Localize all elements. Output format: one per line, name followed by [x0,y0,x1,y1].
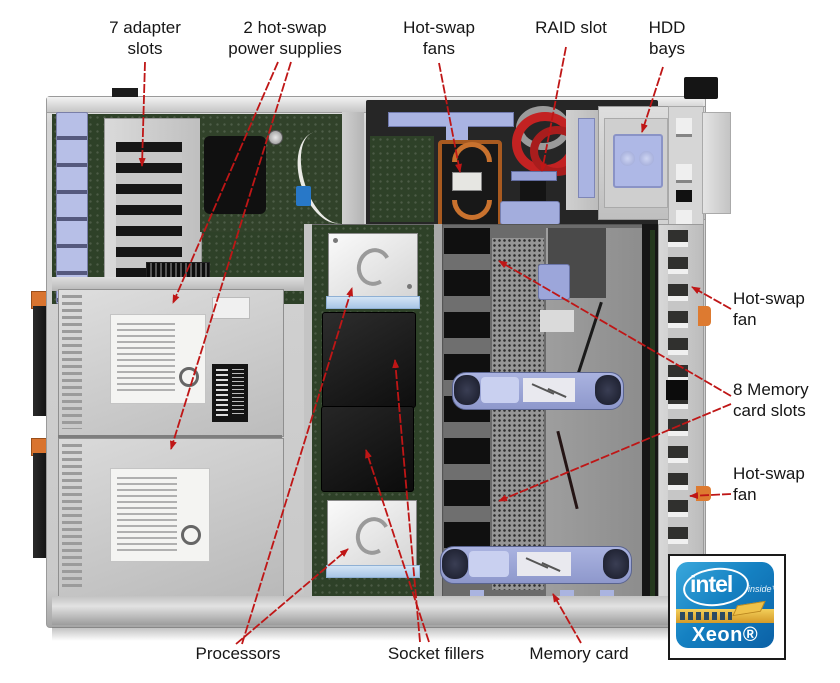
intel-logo-text: intel [690,571,733,597]
fan-latch-orange-bottom [696,486,711,501]
cpu-blue-strip-bottom [326,565,420,578]
psu-divider [58,435,282,438]
blue-guide-block [538,264,570,300]
intel-xeon-badge: intel inside™ Xeon® [668,554,786,660]
blue-retainer [500,201,560,225]
fan-channel-green [650,230,655,600]
top-notch [112,88,138,97]
fan-label [452,172,482,191]
tray-circle [620,151,635,166]
psu1-white-tag [212,297,250,319]
card-handle [469,551,509,577]
card-handle [481,377,519,403]
adapter-slot-openings [116,142,182,278]
cpu-frame-left [304,224,312,604]
label-cert-ring [179,367,199,387]
callout-hdd-bays: HDD bays [648,18,686,58]
board-cutout [204,136,266,214]
raid-slot-bar [511,171,557,181]
cpu-frame-right [434,224,442,604]
badge-blue-panel: intel inside™ Xeon® [676,562,774,648]
psu2-spec-label [110,468,210,562]
callout-hot-swap-fan-right-top: Hot-swap fan [733,289,805,329]
card-end-cap [595,375,621,405]
fan-strip-black-slot [666,380,688,400]
callout-raid-slot: RAID slot [535,18,607,37]
heat-spreader-arc [351,513,395,559]
callout-memory-card-slots: 8 Memory card slots [733,380,809,420]
barcode-lines-2 [232,369,244,417]
socket-filler-2 [321,406,414,492]
callout-hot-swap-fans: Hot-swap fans [403,18,475,58]
xeon-text: Xeon® [691,624,759,646]
psu2-vents [62,444,82,590]
psu1-barcode [212,364,248,422]
badge-gold-stripe [676,600,774,623]
label-cert-ring [181,525,201,545]
label-text-lines [117,323,175,393]
psu1-spec-label [110,314,206,404]
callout-memory-card: Memory card [529,644,629,663]
callout-hot-swap-fan-right-bottom: Hot-swap fan [733,464,805,504]
psu1-handle [33,306,49,416]
memory-card-1 [452,372,624,410]
tray-circle [639,151,654,166]
fan-region-pcb [370,136,434,222]
inside-text: inside™ [748,584,774,594]
processor-bottom [327,500,417,566]
label-text-lines [117,477,177,551]
frame-column [342,112,364,232]
white-patch [540,310,574,332]
fan-strip-cutouts [668,230,688,600]
screw-dot [333,238,338,243]
card-end-cap [442,549,468,579]
bottom-blue-tab [600,590,614,598]
blue-component [296,186,311,206]
bottom-blue-tab [470,590,484,598]
top-right-clip [684,77,718,99]
chassis-bottom-rim [52,596,702,625]
lavender-bar [578,118,595,198]
psu2-handle [33,453,50,558]
card-label [523,378,575,402]
callout-processors: Processors [195,644,281,663]
heat-spreader-arc [352,244,396,290]
stripe-step [732,600,766,617]
bracket-cutouts [676,118,692,250]
blue-bracket [388,112,514,127]
fan-latch-orange-top [698,306,711,326]
card-end-cap [603,549,629,579]
callout-power-supplies: 2 hot-swap power supplies [228,18,342,58]
socket-filler-1 [322,312,416,408]
blue-bracket-stub [446,126,468,141]
card-label [517,552,571,576]
right-flange [702,112,731,214]
hdd-tray [613,134,663,188]
bracket-black-slot [676,190,692,202]
stripe-ticks [680,612,732,620]
raid-riser-base [520,181,546,201]
callout-socket-fillers: Socket fillers [387,644,485,663]
psu1-vents [62,295,82,429]
callout-adapter-slots: 7 adapter slots [109,18,181,58]
processor-top [328,233,418,297]
screw-dot [407,284,412,289]
cpu-blue-strip-top [326,296,420,309]
screw-hole [268,130,283,145]
adapter-slot-latches [56,112,88,304]
card-end-cap [454,375,480,405]
chassis-shadow [52,627,700,641]
barcode-lines [216,369,228,417]
memory-card-2 [440,546,632,584]
perforated-panel [492,238,544,590]
